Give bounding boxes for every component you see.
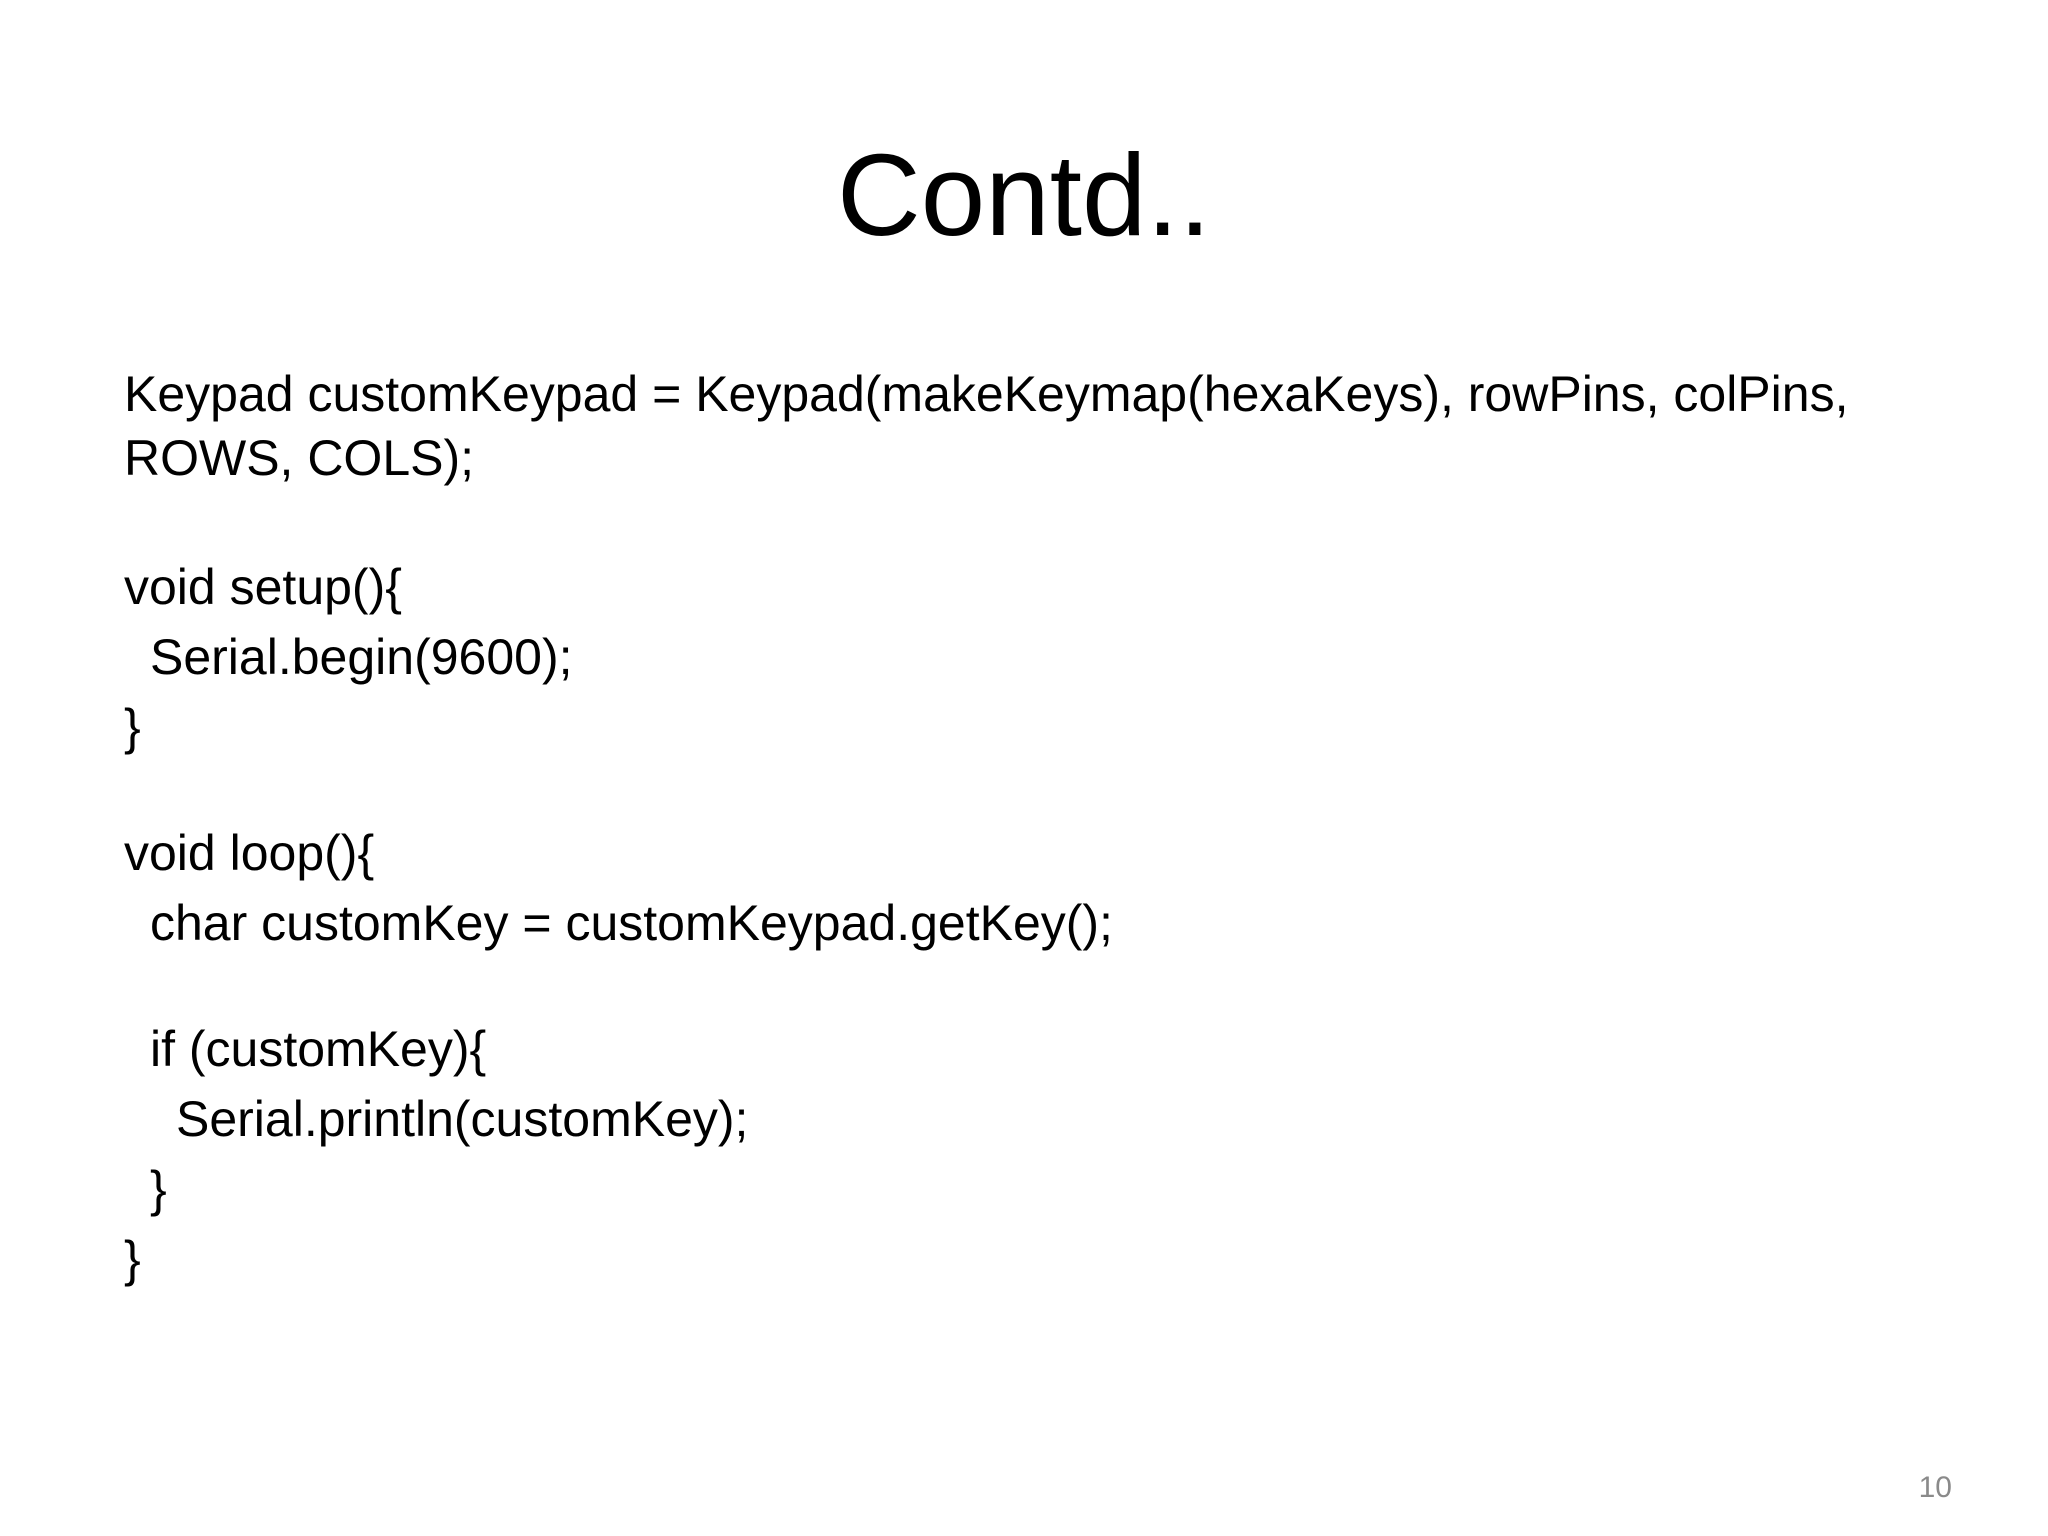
code-line: Serial.begin(9600);: [150, 629, 573, 685]
code-line: ROWS, COLS);: [124, 430, 475, 486]
code-line: char customKey = customKeypad.getKey();: [150, 895, 1113, 951]
code-line: void loop(){: [124, 825, 375, 881]
code-block: Keypad customKeypad = Keypad(makeKeymap(…: [124, 366, 1924, 1287]
code-line: Serial.println(customKey);: [176, 1091, 749, 1147]
code-line: void setup(){: [124, 559, 402, 615]
code-line: }: [124, 1231, 141, 1287]
code-line: }: [150, 1161, 167, 1217]
code-line: Keypad customKeypad = Keypad(makeKeymap(…: [124, 366, 1849, 422]
slide-title: Contd..: [837, 130, 1211, 260]
code-line: }: [124, 699, 141, 755]
page-number: 10: [1918, 1471, 1952, 1504]
code-line: if (customKey){: [150, 1021, 487, 1077]
